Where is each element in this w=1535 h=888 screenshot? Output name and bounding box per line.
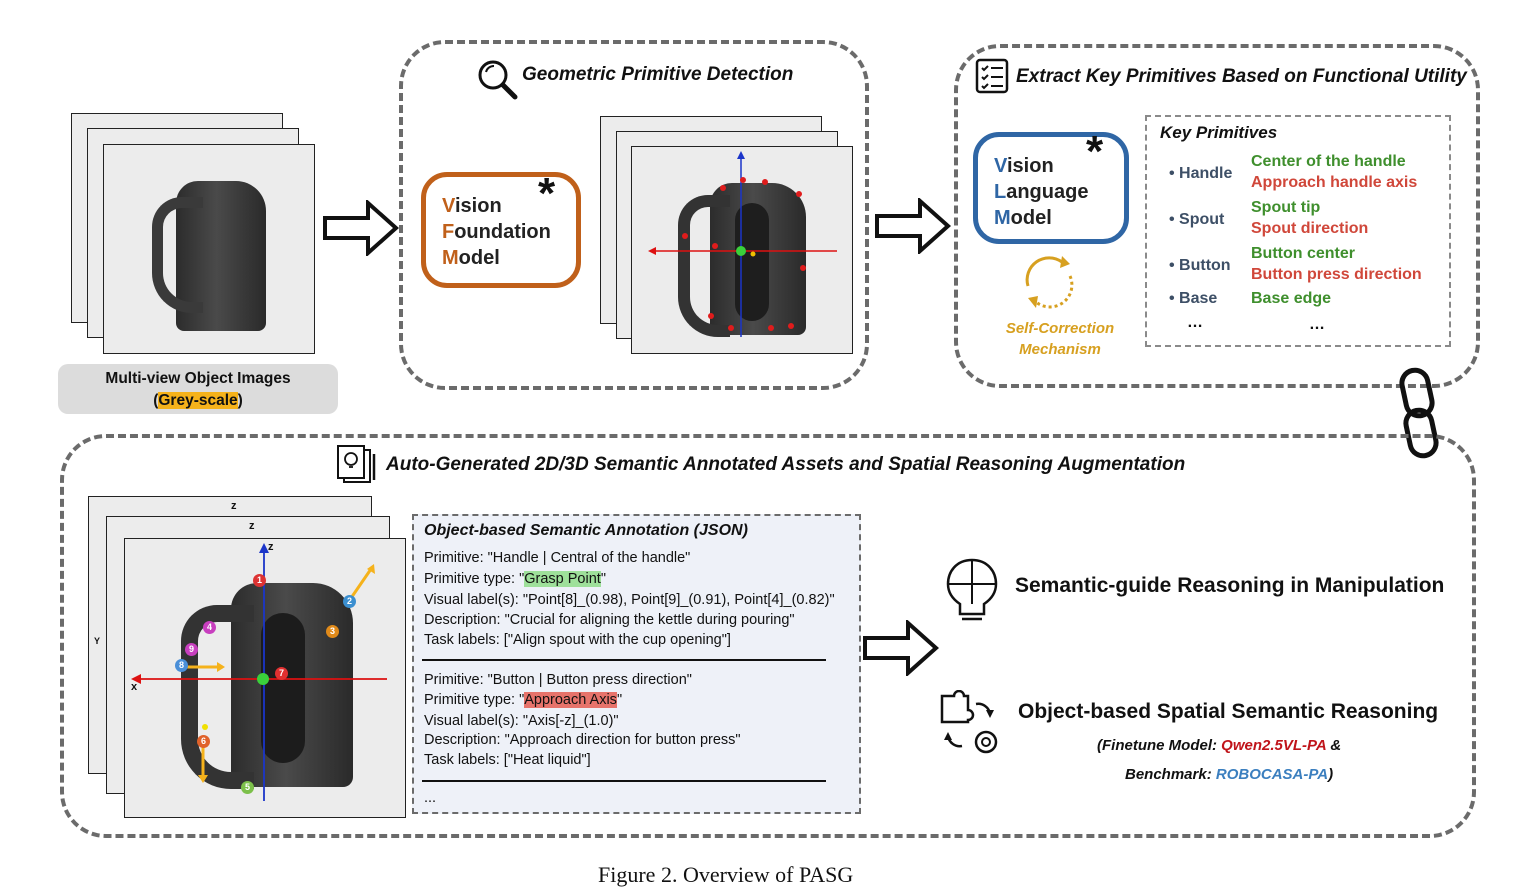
json-line: Primitive: "Button | Button press direct… <box>424 672 692 688</box>
primitive-dot <box>720 185 726 191</box>
point-label: 9 <box>185 643 198 656</box>
foundation-star-icon: * <box>538 169 556 218</box>
primitive-dot <box>762 179 768 185</box>
primitive-item: Center of the handle <box>1251 153 1406 170</box>
primitive-dot <box>740 177 746 183</box>
language-star-icon: * <box>1086 127 1104 176</box>
primitive-dot <box>796 191 802 197</box>
self-correction-label: Self-Correction Mechanism <box>1005 320 1115 358</box>
kettle-handle <box>152 197 203 313</box>
detection-axes <box>648 151 837 337</box>
primitive-dot <box>800 265 806 271</box>
approach-axis-highlight: Approach Axis <box>524 692 617 708</box>
point-label: 8 <box>175 659 188 672</box>
primitive-item: Button center <box>1251 245 1355 262</box>
extract-title: Extract Key Primitives Based on Function… <box>1016 66 1467 87</box>
finetune-model-name: Qwen2.5VL-PA <box>1221 737 1327 754</box>
grey-scale-highlight: Grey-scale <box>158 392 238 409</box>
cycle-icon <box>1025 256 1074 309</box>
primitive-item: Button press direction <box>1251 266 1422 283</box>
primitive-dot <box>712 243 718 249</box>
key-primitives-title: Key Primitives <box>1160 123 1278 142</box>
json-line: Task labels: ["Align spout with the cup … <box>424 632 731 648</box>
output-spatial-reasoning: Object-based Spatial Semantic Reasoning <box>1018 700 1439 723</box>
json-line: Primitive type: "Grasp Point" <box>424 571 606 587</box>
extract-panel <box>954 44 1480 388</box>
annotated-view-front: 1 2 3 4 5 6 7 8 9 z x <box>124 538 406 818</box>
language-model-label: Vision Language Model <box>994 155 1089 229</box>
json-line: Description: "Approach direction for but… <box>424 732 741 748</box>
foundation-model-box: Vision Foundation Model * <box>421 169 581 288</box>
json-divider <box>422 659 826 661</box>
figure-caption: Figure 2. Overview of PASG <box>598 862 854 887</box>
finetune-line: (Finetune Model: Qwen2.5VL-PA & <box>1097 737 1342 754</box>
checklist-icon <box>975 58 1009 94</box>
axis-label-x: x <box>131 681 138 693</box>
json-line: Primitive type: "Approach Axis" <box>424 692 623 708</box>
primitive-part-spout: • Spout <box>1169 211 1225 228</box>
primitive-part-base: • Base <box>1169 290 1218 307</box>
json-line: Primitive: "Handle | Central of the hand… <box>424 550 691 566</box>
detection-title: Geometric Primitive Detection <box>522 64 794 85</box>
json-line: Description: "Crucial for aligning the k… <box>424 612 795 628</box>
benchmark-name: ROBOCASA-PA <box>1215 766 1329 783</box>
magnifier-icon <box>478 60 518 100</box>
input-caption-line2: (Grey-scale) <box>153 392 243 409</box>
axis-label-y: Y <box>94 636 101 646</box>
foundation-model-label: Vision Foundation Model <box>442 195 551 269</box>
primitive-dot <box>788 323 794 329</box>
idea-document-icon <box>337 445 376 483</box>
arrow-icon <box>875 198 952 254</box>
json-line: Task labels: ["Heat liquid"] <box>424 752 591 768</box>
input-view-front <box>103 144 315 354</box>
json-ellipsis: ... <box>424 790 437 806</box>
primitive-part-handle: • Handle <box>1169 165 1233 182</box>
primitive-dot <box>768 325 774 331</box>
arrow-icon <box>863 620 940 676</box>
kettle-window <box>261 613 305 763</box>
primitive-part-more: … <box>1187 314 1203 331</box>
point-label: 4 <box>203 621 216 634</box>
json-line: Visual label(s): "Point[8]_(0.98), Point… <box>424 592 835 608</box>
assets-panel <box>60 434 1476 838</box>
point-label: 1 <box>253 574 266 587</box>
primitive-item-more: … <box>1309 316 1325 333</box>
primitive-dot <box>682 233 688 239</box>
input-caption-line1: Multi-view Object Images <box>105 370 291 387</box>
axis-label-z: z <box>231 500 237 512</box>
detection-view-front <box>631 146 853 354</box>
puzzle-gear-icon <box>940 690 998 754</box>
primitive-item: Approach handle axis <box>1251 174 1418 191</box>
brain-puzzle-icon <box>946 558 998 621</box>
json-annotation-box: Object-based Semantic Annotation (JSON) … <box>412 514 861 814</box>
json-divider <box>422 780 826 782</box>
primitive-item: Spout tip <box>1251 199 1321 216</box>
json-line: Visual label(s): "Axis[-z]_(1.0)" <box>424 713 619 729</box>
primitive-item: Spout direction <box>1251 220 1369 237</box>
point-label: 3 <box>326 625 339 638</box>
point-label: 6 <box>197 735 210 748</box>
point-label: 7 <box>275 667 288 680</box>
arrow-icon <box>323 200 400 256</box>
key-primitives-box: Key Primitives • Handle Center of the ha… <box>1145 115 1451 347</box>
primitive-item: Base edge <box>1251 290 1332 307</box>
assets-title: Auto-Generated 2D/3D Semantic Annotated … <box>386 454 1186 475</box>
primitive-part-button: • Button <box>1169 257 1231 274</box>
point-label: 5 <box>241 781 254 794</box>
axis-label-z: z <box>249 520 255 532</box>
language-model-box: Vision Language Model * <box>973 127 1129 244</box>
point-label: 2 <box>343 595 356 608</box>
output-semantic-reasoning: Semantic-guide Reasoning in Manipulation <box>1015 574 1445 597</box>
axis-label-z: z <box>268 541 274 553</box>
primitive-dot <box>708 313 714 319</box>
json-title: Object-based Semantic Annotation (JSON) <box>424 522 748 539</box>
grasp-point-highlight: Grasp Point <box>524 571 601 587</box>
detection-panel <box>399 40 869 390</box>
primitive-dot <box>728 325 734 331</box>
input-caption: Multi-view Object Images (Grey-scale) <box>58 364 338 414</box>
benchmark-line: Benchmark: ROBOCASA-PA) <box>1125 766 1334 783</box>
